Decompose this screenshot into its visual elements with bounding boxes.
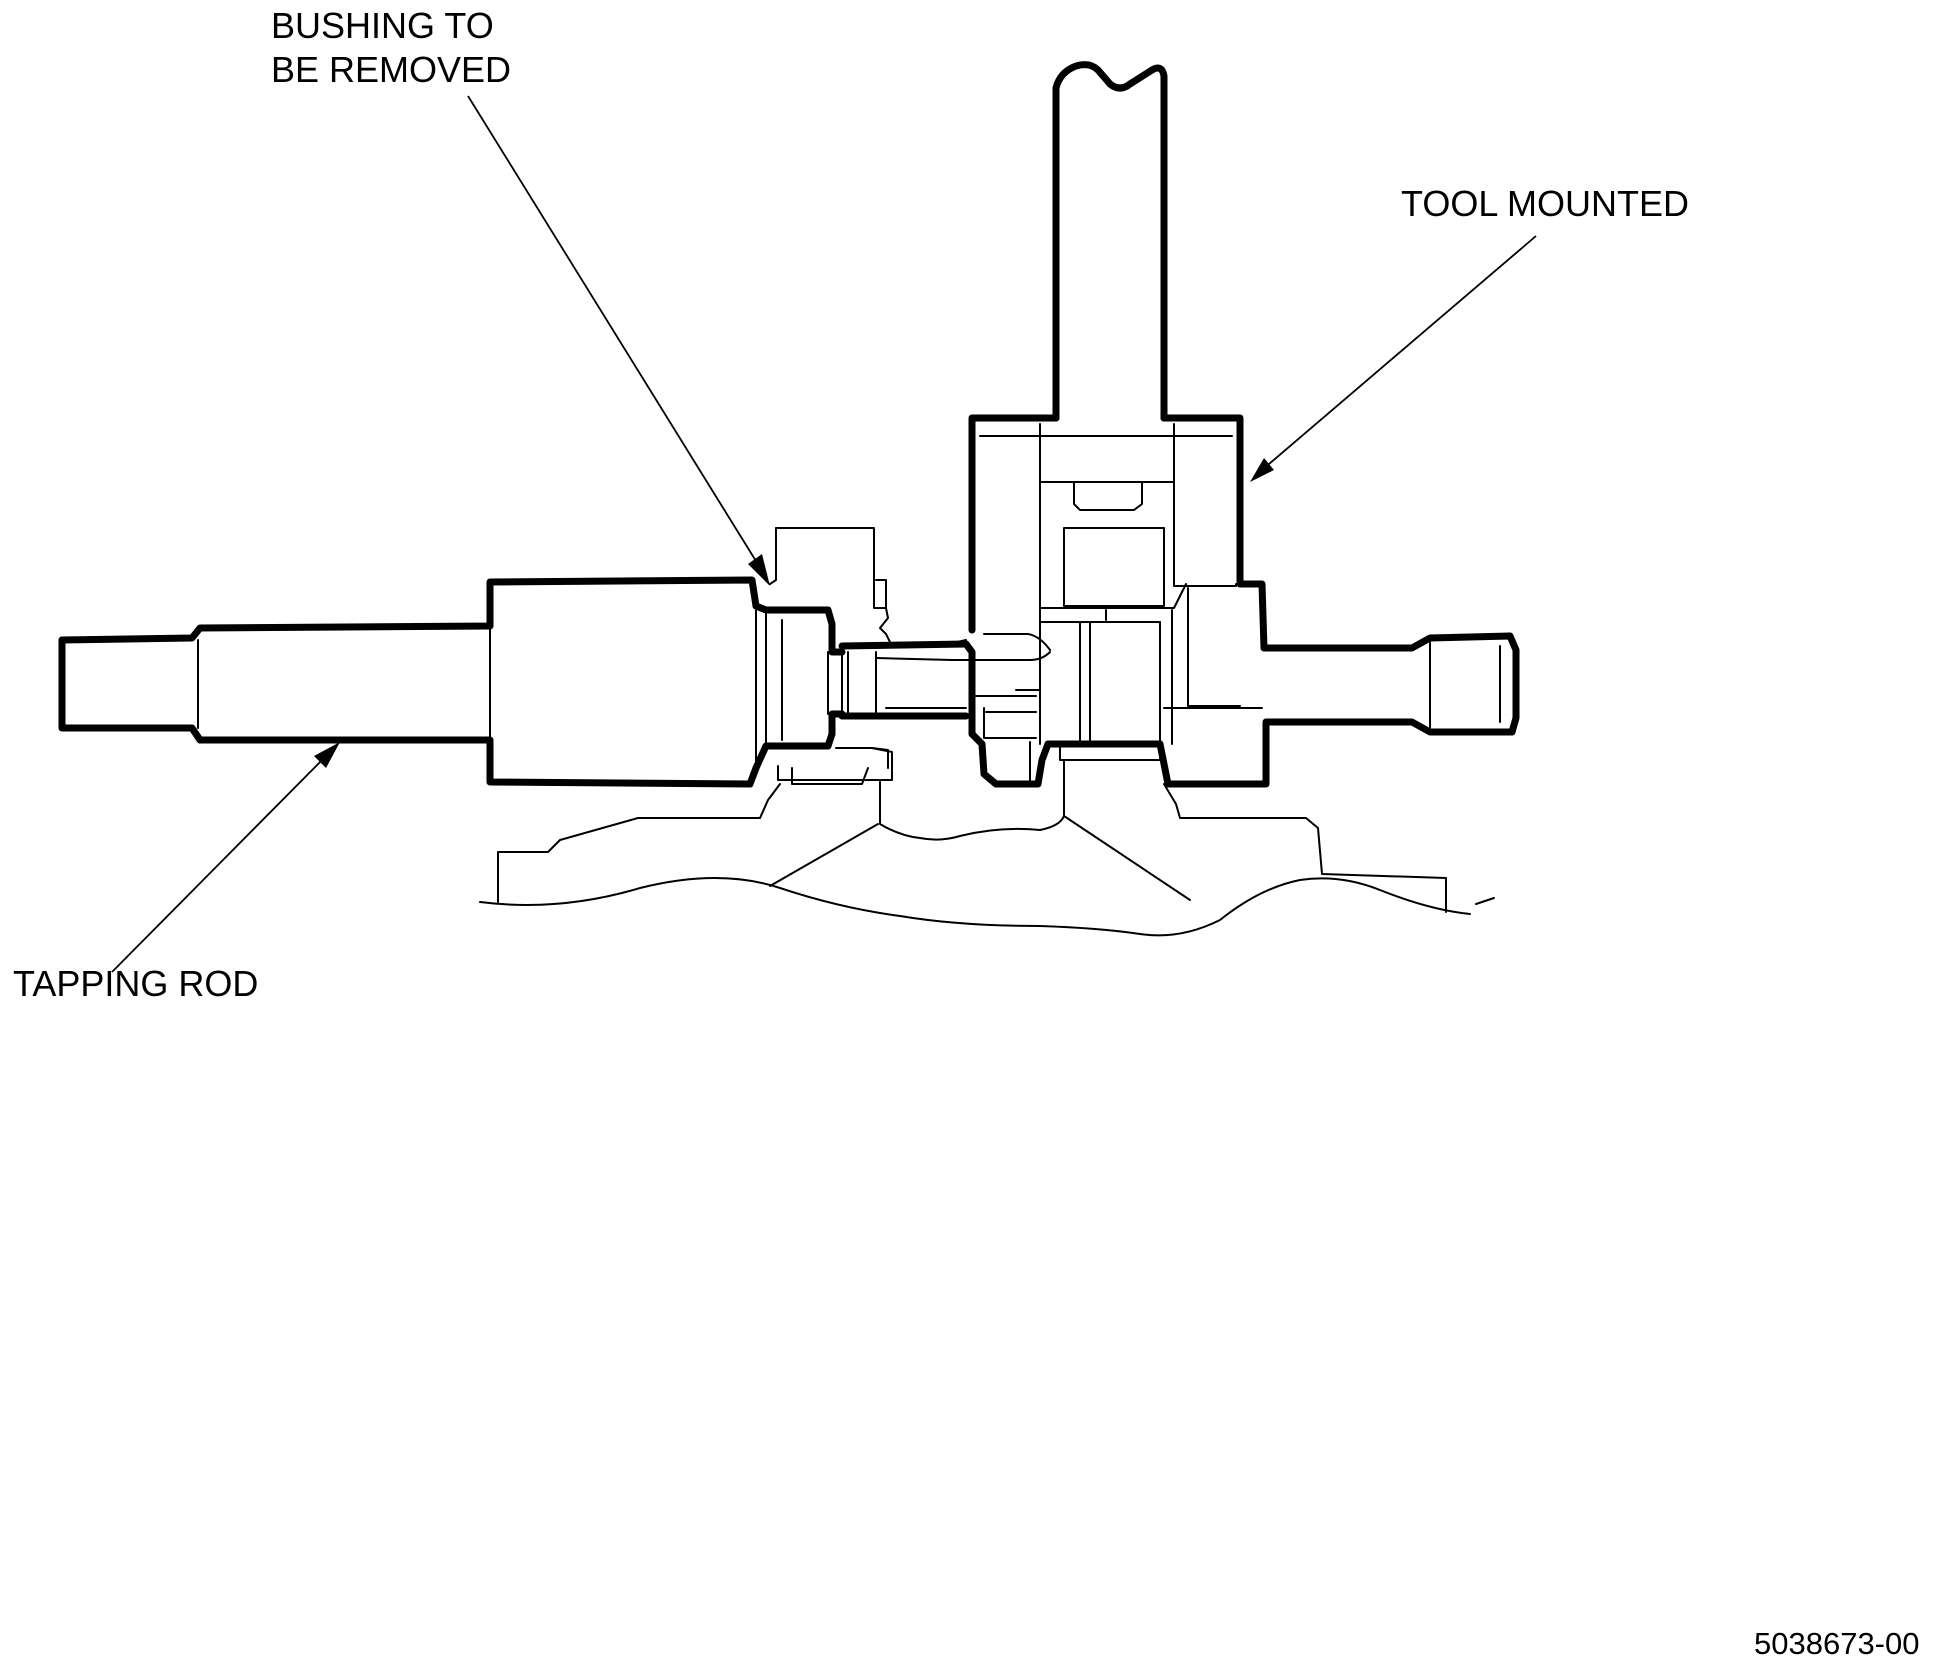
bushing-leader (467, 95, 770, 586)
rod-leader (111, 742, 340, 973)
tool-callout-label: TOOL MOUNTED (1401, 183, 1690, 224)
tool-leader (1250, 235, 1537, 482)
drawing-number: 5038673-00 (1754, 1626, 1920, 1661)
rod-callout-label: TAPPING ROD (13, 963, 259, 1004)
shaft (838, 640, 971, 720)
tool-arrowhead (1250, 458, 1274, 482)
bushing-arrowhead (748, 554, 770, 586)
mounting-surface (479, 779, 1495, 937)
rod-arrowhead (314, 742, 340, 768)
tapping-rod (58, 576, 760, 788)
tool-body (962, 61, 1520, 817)
bushing (752, 527, 967, 785)
bushing-callout-label: BUSHING TO BE REMOVED (271, 5, 512, 90)
